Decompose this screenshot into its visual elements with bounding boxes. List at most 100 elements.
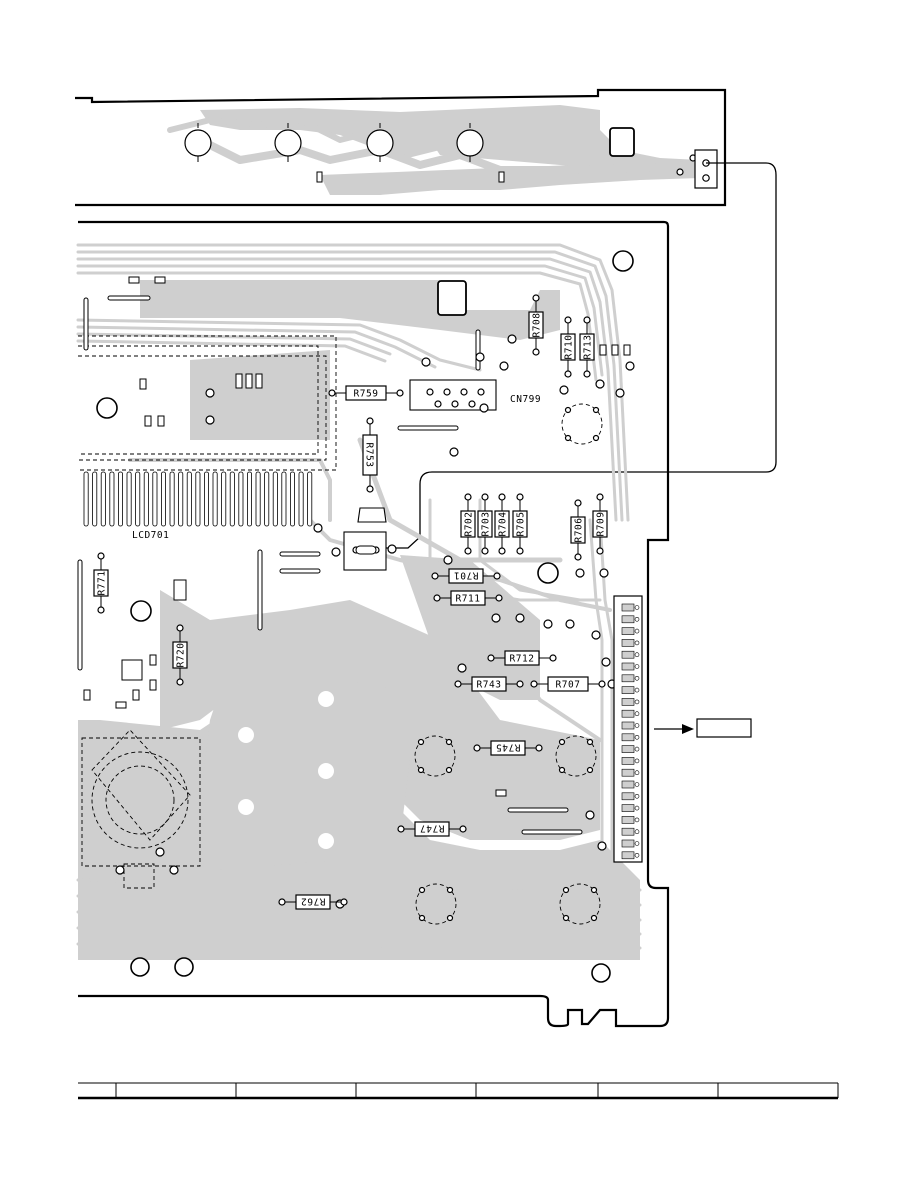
lcd-outline-2	[78, 345, 319, 455]
connector-pin	[621, 721, 635, 730]
resistor-r759: R759	[328, 385, 404, 401]
lcd-pin	[160, 471, 166, 527]
side-connector	[613, 595, 643, 863]
encoder-footprint	[81, 729, 201, 889]
lcd-pin	[83, 471, 89, 527]
lcd-pin	[298, 471, 304, 527]
lcd-pin	[281, 471, 287, 527]
resistor-r704: R704	[494, 493, 510, 555]
resistor-label: R705	[516, 512, 527, 537]
lcd-pin	[100, 471, 106, 527]
resistor-label: R701	[454, 570, 479, 581]
test-pad	[559, 385, 569, 395]
lcd-pin	[143, 471, 149, 527]
resistor-label: R708	[532, 313, 543, 338]
interconnect-wire	[367, 162, 777, 549]
resistor-r703: R703	[477, 493, 493, 555]
lcd-pin	[152, 471, 158, 527]
smd-top-2	[498, 171, 505, 183]
test-pad	[421, 357, 431, 367]
test-pad	[491, 613, 501, 623]
lcd-pin	[118, 471, 124, 527]
resistor-r720: R720	[172, 624, 188, 686]
resistor-label: R704	[498, 512, 509, 537]
switch-footprint-1	[561, 403, 603, 445]
resistor-r711: R711	[433, 590, 503, 606]
connector-pin	[621, 757, 635, 765]
connector-pin	[621, 615, 635, 624]
smd-parts	[83, 276, 631, 797]
test-pad	[313, 523, 323, 533]
connector-pin	[621, 662, 635, 671]
test-pad	[507, 334, 517, 344]
resistor-r762: R762	[278, 894, 348, 910]
resistor-r747: R747	[397, 821, 467, 837]
lcd-pins	[83, 471, 313, 527]
test-pad	[515, 613, 525, 623]
resistor-label: R720	[176, 643, 187, 668]
resistor-label: R706	[574, 518, 585, 543]
button-pad-4	[456, 123, 484, 162]
lcd-pin	[238, 471, 244, 527]
resistor-label: R743	[477, 680, 502, 691]
lcd-pin	[178, 471, 184, 527]
connector-pin	[621, 792, 635, 801]
footer-table	[78, 1082, 839, 1100]
resistor-r753: R753	[362, 417, 378, 493]
transistor-outline	[357, 507, 387, 523]
test-pad	[575, 568, 585, 578]
lcd-pin	[186, 471, 192, 527]
mount-hole-7	[591, 963, 611, 983]
resistor-label: R707	[556, 680, 581, 691]
resistor-r713: R713	[579, 316, 595, 378]
connector-pin	[621, 780, 635, 789]
test-pad	[565, 619, 575, 629]
test-pad	[479, 403, 489, 413]
resistor-label: R753	[364, 443, 375, 468]
connector-pin	[621, 804, 635, 812]
connector-pin	[621, 603, 635, 612]
mount-hole-3	[537, 562, 559, 584]
test-pad	[543, 619, 553, 629]
resistor-r710: R710	[560, 316, 576, 378]
lcd-pin	[307, 471, 313, 527]
lcd-pin	[92, 471, 98, 527]
test-pad	[599, 568, 609, 578]
connector-pin	[621, 650, 635, 659]
resistor-r702: R702	[460, 493, 476, 555]
mount-hole-5	[130, 957, 150, 977]
test-pad	[595, 379, 605, 389]
test-pad	[597, 841, 607, 851]
lcd-pin	[289, 471, 295, 527]
connector-pin	[621, 745, 635, 753]
button-pad-3	[366, 123, 394, 162]
connector-pin	[621, 733, 635, 742]
resistor-label: R759	[354, 389, 379, 400]
test-pad	[499, 361, 509, 371]
lcd-pin	[255, 471, 261, 527]
resistor-label: R771	[97, 571, 108, 596]
resistor-label: R762	[301, 896, 326, 907]
resistor-label: R702	[464, 512, 475, 537]
lcd-pin	[246, 471, 252, 527]
connector-pin	[621, 686, 635, 694]
mount-hole-6	[174, 957, 194, 977]
button-pad-2	[274, 123, 302, 162]
resistor-r745: R745	[473, 740, 543, 756]
resistor-label: R710	[564, 335, 575, 360]
test-pad	[387, 544, 397, 554]
test-pad	[115, 865, 125, 875]
test-pad	[205, 415, 215, 425]
test-pad	[625, 361, 635, 371]
resistor-label: R745	[496, 742, 521, 753]
test-pad	[205, 388, 215, 398]
resistor-label: R712	[510, 654, 535, 665]
resistor-label: R703	[481, 512, 492, 537]
lcd-pin	[126, 471, 132, 527]
test-pad	[155, 847, 165, 857]
connector-pin	[621, 627, 635, 635]
switch-footprint-2	[414, 735, 456, 777]
